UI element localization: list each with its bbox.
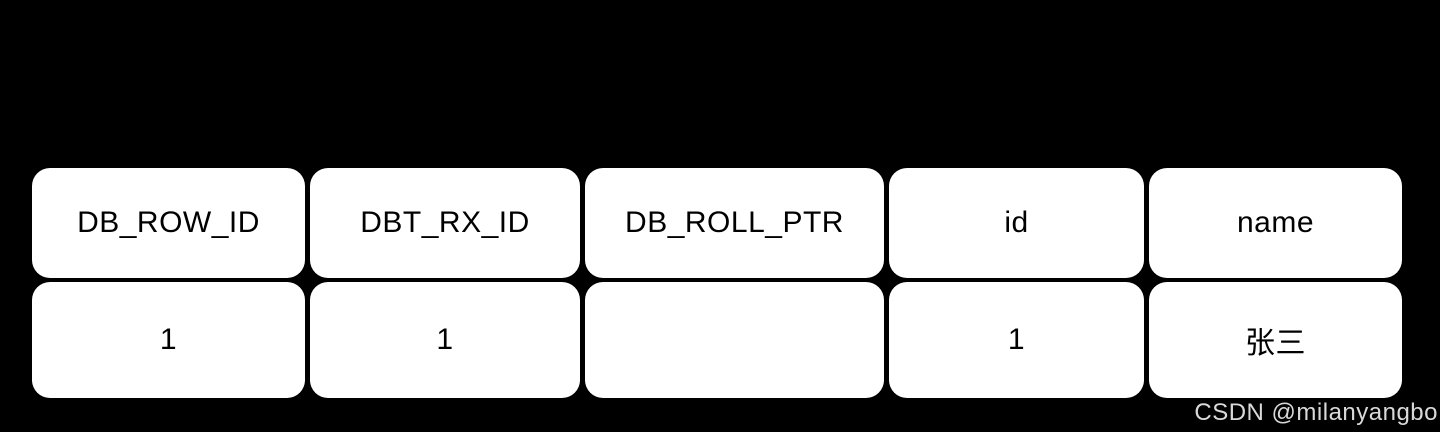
header-cell-name: name (1149, 168, 1402, 278)
data-cell-db-row-id: 1 (32, 282, 305, 398)
data-cell-dbt-rx-id: 1 (310, 282, 580, 398)
data-cell-id: 1 (889, 282, 1144, 398)
header-cell-db-roll-ptr: DB_ROLL_PTR (585, 168, 884, 278)
innodb-row-structure-table: DB_ROW_ID DBT_RX_ID DB_ROLL_PTR id name … (32, 168, 1402, 398)
header-cell-dbt-rx-id: DBT_RX_ID (310, 168, 580, 278)
data-cell-db-roll-ptr (585, 282, 884, 398)
data-cell-name: 张三 (1149, 282, 1402, 398)
header-cell-id: id (889, 168, 1144, 278)
watermark: CSDN @milanyangbo (1194, 399, 1438, 426)
header-cell-db-row-id: DB_ROW_ID (32, 168, 305, 278)
